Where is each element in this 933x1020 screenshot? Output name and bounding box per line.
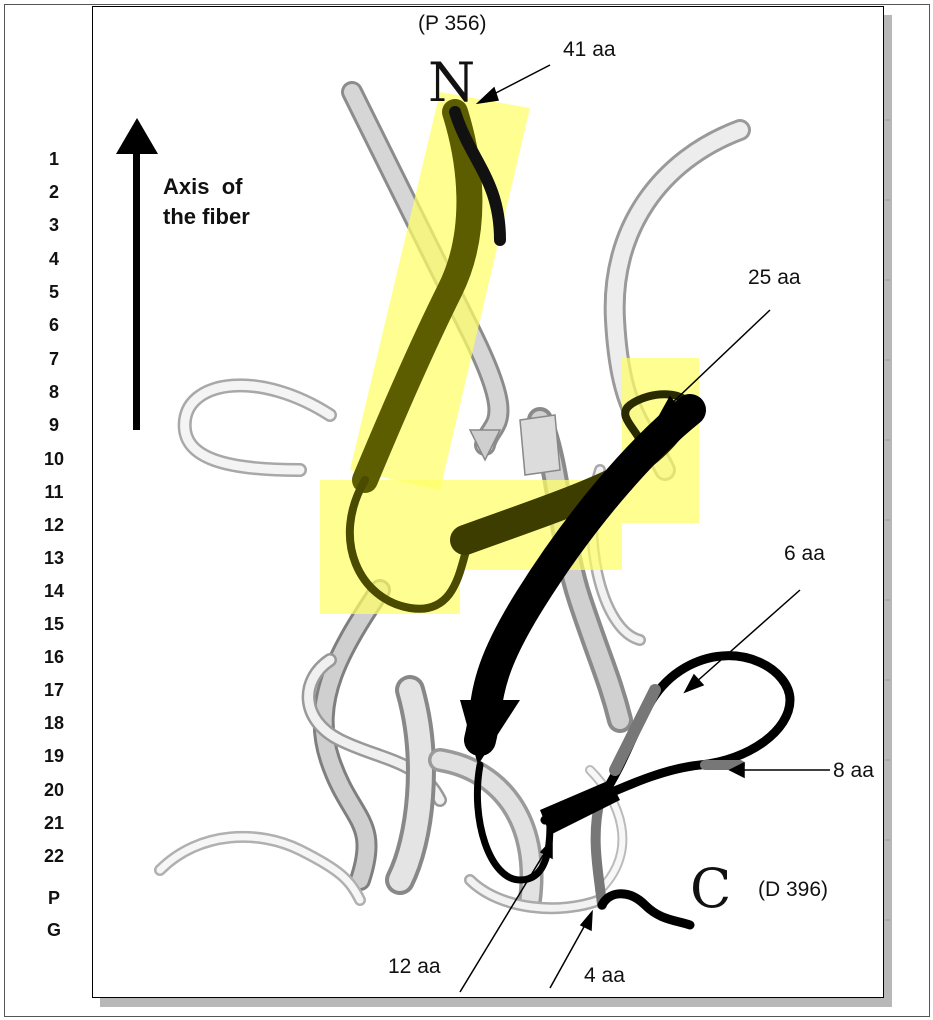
c-terminus-label: C [690,862,731,916]
n-residue-label: (P 356) [418,12,487,36]
segment-label-8aa: 8 aa [833,759,874,783]
axis-label-line1: Axis of [163,174,242,199]
segment-label-41aa: 41 aa [563,38,616,62]
segment-label-25aa: 25 aa [748,266,801,290]
dark-ribbon-segment [540,780,620,835]
dark-strand-arrowhead [460,700,520,765]
n-terminus-label: N [428,56,475,110]
grey-strand-block [520,415,560,475]
segment-label-6aa: 6 aa [784,542,825,566]
c-residue-label: (D 396) [758,878,828,902]
segment-label-4aa: 4 aa [584,964,625,988]
segment-label-12aa: 12 aa [388,955,441,979]
frame-ticks [885,120,890,920]
fiber-axis-arrow [133,148,140,430]
axis-label-line2: the fiber [163,204,250,229]
axis-label: Axis of the fiber [163,172,250,232]
